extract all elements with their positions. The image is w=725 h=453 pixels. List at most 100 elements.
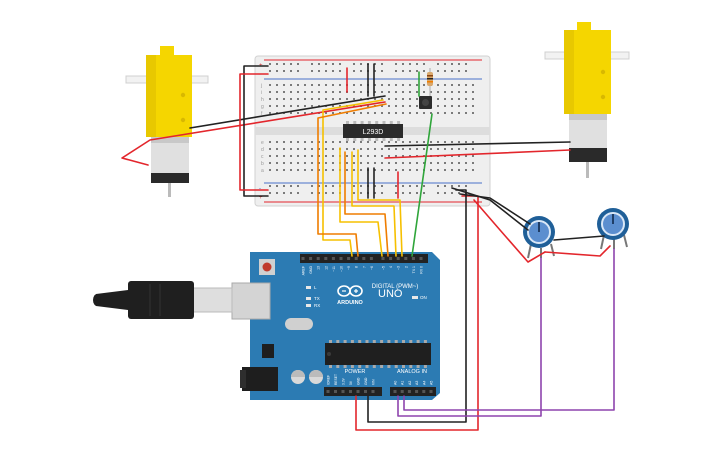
pushbutton[interactable]: [419, 96, 432, 109]
potentiometer-1[interactable]: [523, 216, 555, 259]
terminal-hole: [346, 169, 348, 171]
terminal-hole: [283, 105, 285, 107]
analog-pin-hole[interactable]: [393, 390, 397, 393]
wire-pot1-purple[interactable]: [397, 257, 542, 417]
digital-pin-hole[interactable]: [324, 257, 328, 260]
digital-pin-hole[interactable]: [331, 257, 335, 260]
terminal-hole: [444, 162, 446, 164]
wire-rail-red-left[interactable]: [239, 73, 269, 191]
wire-left-motor-red[interactable]: [121, 101, 386, 166]
digital-pin-hole[interactable]: [411, 257, 415, 260]
chip-pin: [389, 138, 393, 141]
digital-pin-hole[interactable]: [419, 257, 423, 260]
rail-hole: [437, 70, 439, 72]
rail-hole: [297, 192, 299, 194]
resistor[interactable]: [427, 68, 433, 96]
wire-pot2-black-upper[interactable]: [459, 193, 531, 225]
wire-yellow-4[interactable]: [357, 149, 403, 257]
digital-pin-hole[interactable]: [339, 257, 343, 260]
pot-2-pin-a: [600, 234, 605, 250]
digital-pin-label: 12: [324, 266, 328, 270]
motor-left[interactable]: [125, 46, 209, 197]
wire-pot1-red[interactable]: [473, 199, 546, 263]
digital-pin-label: AREF: [302, 266, 306, 275]
chip-pin: [397, 138, 401, 141]
power-pin-label: 5V: [349, 380, 353, 385]
power-pin-hole[interactable]: [356, 390, 360, 393]
wire-pot2-red[interactable]: [544, 245, 611, 257]
rail-hole: [437, 63, 439, 65]
wire-left-motor-black[interactable]: [189, 95, 386, 129]
wire-orange-2[interactable]: [344, 151, 389, 257]
analog-pin-hole[interactable]: [415, 390, 419, 393]
digital-pin-hole[interactable]: [309, 257, 313, 260]
wire-yellow-2[interactable]: [339, 147, 383, 257]
digital-pin-label: ~3: [397, 266, 401, 270]
terminal-hole: [332, 155, 334, 157]
terminal-hole: [472, 155, 474, 157]
wire-pot2-black[interactable]: [553, 235, 605, 241]
power-pin-hole[interactable]: [364, 390, 367, 393]
rail-hole: [437, 185, 439, 187]
rail-hole: [297, 63, 299, 65]
wire-rail-black-left[interactable]: [243, 65, 269, 197]
terminal-hole: [409, 169, 411, 171]
l293d-chip[interactable]: L293D: [343, 121, 403, 141]
terminal-hole: [409, 141, 411, 143]
terminal-hole: [409, 112, 411, 114]
usb-cable[interactable]: [93, 281, 233, 319]
terminal-hole: [346, 98, 348, 100]
digital-pin-hole[interactable]: [404, 257, 408, 260]
digital-pin-hole[interactable]: [301, 257, 305, 260]
terminal-hole: [451, 148, 453, 150]
power-pin-hole[interactable]: [371, 390, 375, 393]
digital-pin-hole[interactable]: [362, 257, 366, 260]
terminal-hole: [381, 98, 383, 100]
power-jack[interactable]: [242, 367, 278, 391]
terminal-hole: [318, 105, 320, 107]
digital-pin-hole[interactable]: [369, 257, 373, 260]
digital-pin-hole[interactable]: [347, 257, 351, 260]
terminal-hole: [437, 112, 439, 114]
wire-pot2-purple[interactable]: [403, 248, 615, 411]
analog-pin-hole[interactable]: [429, 390, 433, 393]
rail-hole: [311, 185, 313, 187]
digital-pin-hole[interactable]: [316, 257, 320, 260]
terminal-hole: [360, 84, 362, 86]
power-pin-hole[interactable]: [341, 390, 345, 393]
wire-power-black[interactable]: [367, 189, 467, 423]
analog-pin-hole[interactable]: [400, 390, 404, 393]
potentiometer-2[interactable]: [597, 208, 629, 250]
power-pin-label: VIN: [372, 379, 376, 385]
rail-hole: [451, 192, 453, 194]
digital-pin-hole[interactable]: [381, 257, 385, 260]
wire-orange-1[interactable]: [317, 103, 387, 257]
row-letter: e: [261, 140, 264, 146]
power-pin-hole[interactable]: [334, 390, 337, 393]
power-pin-hole[interactable]: [349, 390, 352, 393]
rail-hole: [290, 63, 292, 65]
motor-right[interactable]: [544, 22, 630, 178]
analog-pin-hole[interactable]: [407, 390, 411, 393]
digital-pin-hole[interactable]: [354, 257, 358, 260]
usb-port[interactable]: [231, 282, 271, 320]
wire-right-motor-red[interactable]: [384, 149, 571, 159]
terminal-hole: [311, 91, 313, 93]
wire-yellow-1[interactable]: [322, 99, 384, 257]
power-pin-hole[interactable]: [326, 390, 330, 393]
wire-right-motor-black[interactable]: [384, 141, 571, 147]
terminal-hole: [290, 141, 292, 143]
terminal-hole: [304, 155, 306, 157]
wire-yellow-3[interactable]: [351, 151, 397, 257]
wire-pot1-black[interactable]: [451, 187, 529, 231]
terminal-hole: [423, 148, 425, 150]
terminal-hole: [304, 162, 306, 164]
digital-pin-hole[interactable]: [396, 257, 400, 260]
digital-pin-hole[interactable]: [389, 257, 393, 260]
rail-hole: [290, 192, 292, 194]
analog-pin-hole[interactable]: [422, 390, 426, 393]
terminal-hole: [332, 91, 334, 93]
wire-button-green[interactable]: [411, 113, 433, 257]
